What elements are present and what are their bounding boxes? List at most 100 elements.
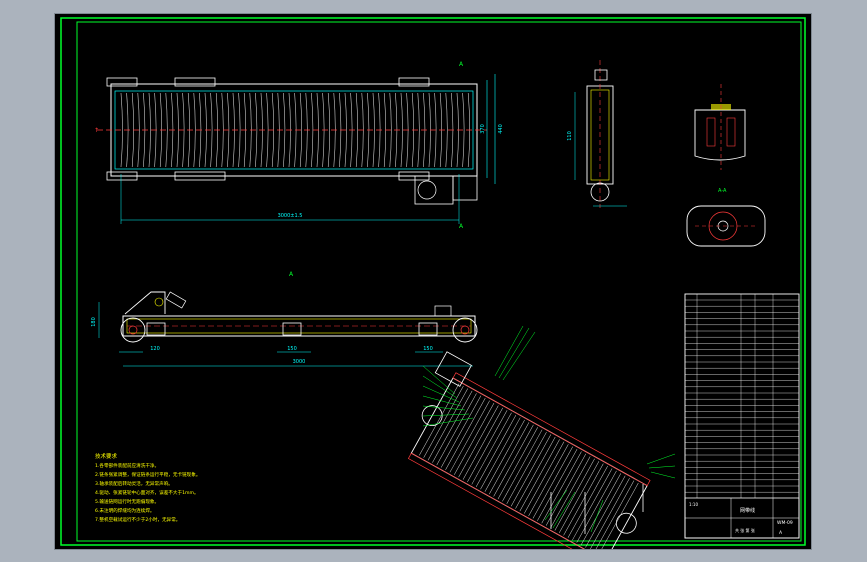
tech-req-line: 技术要求 xyxy=(95,452,118,460)
iso-slat xyxy=(598,482,639,549)
iso-slat xyxy=(554,458,595,531)
tech-req-line: 4.驱动、张紧链轮中心面对齐，误差不大于1mm。 xyxy=(95,489,199,496)
tech-req-line: 1.各零部件装配前应清洗干净。 xyxy=(95,462,159,469)
iso-slat xyxy=(445,398,486,471)
iso-slat xyxy=(436,393,477,466)
left-pitch-dim: 120 xyxy=(150,346,160,352)
iso-slat xyxy=(484,419,525,492)
iso-slat xyxy=(423,385,464,458)
leader-line xyxy=(552,491,576,529)
iso-slat xyxy=(515,436,556,509)
iso-slat xyxy=(537,448,578,521)
iso-slat xyxy=(563,463,604,536)
overall-length-dim: 3000±1.5 xyxy=(278,213,303,219)
tech-req-line: 5.输送链网运行时无跑偏现象。 xyxy=(95,498,159,505)
iso-slat xyxy=(427,388,468,461)
iso-slat xyxy=(558,461,600,534)
leader-line xyxy=(648,465,676,469)
sheet-info: 共 张 第 张 xyxy=(735,527,755,533)
iso-slat xyxy=(502,429,543,502)
svg-text:A: A xyxy=(459,223,464,230)
mesh-slat xyxy=(299,92,302,168)
iso-slat xyxy=(580,473,622,546)
iso-slat xyxy=(419,383,460,456)
tech-req-line: 7.整机空载试运行不少于2小时，无异常。 xyxy=(95,516,180,523)
mesh-slat xyxy=(210,92,213,168)
tech-req-line: 2.链条张紧调整，保证链条运行平稳，无卡链现象。 xyxy=(95,471,200,478)
iso-slat xyxy=(510,434,552,507)
mesh-slat xyxy=(417,92,420,168)
iso-slat xyxy=(467,410,508,483)
leader-line xyxy=(422,405,466,411)
leader-line xyxy=(494,325,524,377)
mesh-slat xyxy=(372,92,375,168)
width-b-dim: 440 xyxy=(498,124,504,134)
mesh-slat xyxy=(462,92,465,168)
cad-drawing: 3000±1.5 370 440 ↑ A A 110 A-A xyxy=(60,17,806,549)
title-block: 网带线 共 张 第 张 WM-09 A 1:10 xyxy=(684,293,800,539)
iso-slat xyxy=(550,456,591,529)
svg-text:A: A xyxy=(459,61,464,68)
section-view: 110 xyxy=(567,60,627,208)
iso-slat xyxy=(572,468,613,541)
iso-slat xyxy=(480,417,521,490)
detail-views: A-A xyxy=(686,84,766,247)
leader-line xyxy=(590,499,604,533)
drawing-rev: A xyxy=(779,530,783,536)
mesh-slat xyxy=(182,92,185,168)
section-label: A-A xyxy=(718,188,727,194)
leader-line xyxy=(502,331,536,381)
iso-slat xyxy=(493,424,534,497)
iso-slat xyxy=(462,407,503,480)
mesh-slat xyxy=(255,92,258,168)
front-view: 120 150 150 3000 180 A xyxy=(91,271,478,367)
iso-slat xyxy=(545,453,587,526)
iso-slat xyxy=(589,478,630,549)
mesh-slat xyxy=(165,92,168,168)
iso-slat xyxy=(567,465,608,538)
side-length-dim: 3000 xyxy=(293,359,306,365)
tech-requirements: 技术要求 1.各零部件装配前应清洗干净。 2.链条张紧调整，保证链条运行平稳，无卡链… xyxy=(95,452,200,523)
mesh-slat xyxy=(400,92,403,168)
svg-text:↑: ↑ xyxy=(94,127,99,134)
mesh-slat xyxy=(148,92,151,168)
mesh-slat xyxy=(238,92,241,168)
leader-line xyxy=(422,375,458,399)
isometric-view xyxy=(407,325,676,549)
iso-slat xyxy=(593,480,635,549)
mesh-slat xyxy=(283,92,286,168)
iso-slat xyxy=(532,446,573,519)
mesh-slat xyxy=(266,92,269,168)
iso-slat xyxy=(489,422,530,495)
iso-slat xyxy=(506,431,547,504)
mesh-slat xyxy=(137,92,140,168)
inner-border xyxy=(76,21,802,542)
leader-line xyxy=(422,365,456,395)
leader-line xyxy=(544,489,568,521)
side-height-dim: 110 xyxy=(567,131,573,141)
iso-slat xyxy=(497,427,538,500)
iso-slat xyxy=(528,444,569,517)
iso-slat xyxy=(541,451,582,524)
drawing-sheet: 3000±1.5 370 440 ↑ A A 110 A-A xyxy=(55,14,811,549)
drawing-code: WM-09 xyxy=(777,520,793,526)
tech-req-line: 6.未注明的焊缝均为连续焊。 xyxy=(95,507,155,514)
leader-line xyxy=(422,385,460,403)
mesh-slat xyxy=(389,92,392,168)
mesh-slat xyxy=(355,92,358,168)
mesh-slat xyxy=(344,92,347,168)
leader-line xyxy=(650,471,676,479)
drawing-scale: 1:10 xyxy=(689,502,698,507)
iso-slat xyxy=(471,412,512,485)
iso-slat xyxy=(432,390,473,463)
leader-line xyxy=(422,417,474,427)
outer-border xyxy=(60,17,806,546)
mesh-slat xyxy=(311,92,314,168)
iso-slat xyxy=(576,470,617,543)
leader-line xyxy=(422,413,470,417)
mesh-slat xyxy=(445,92,448,168)
iso-slat xyxy=(440,395,482,468)
drawing-name: 网带线 xyxy=(740,507,755,514)
right-pitch-dim: 150 xyxy=(423,346,433,352)
mesh-slat xyxy=(120,92,123,168)
